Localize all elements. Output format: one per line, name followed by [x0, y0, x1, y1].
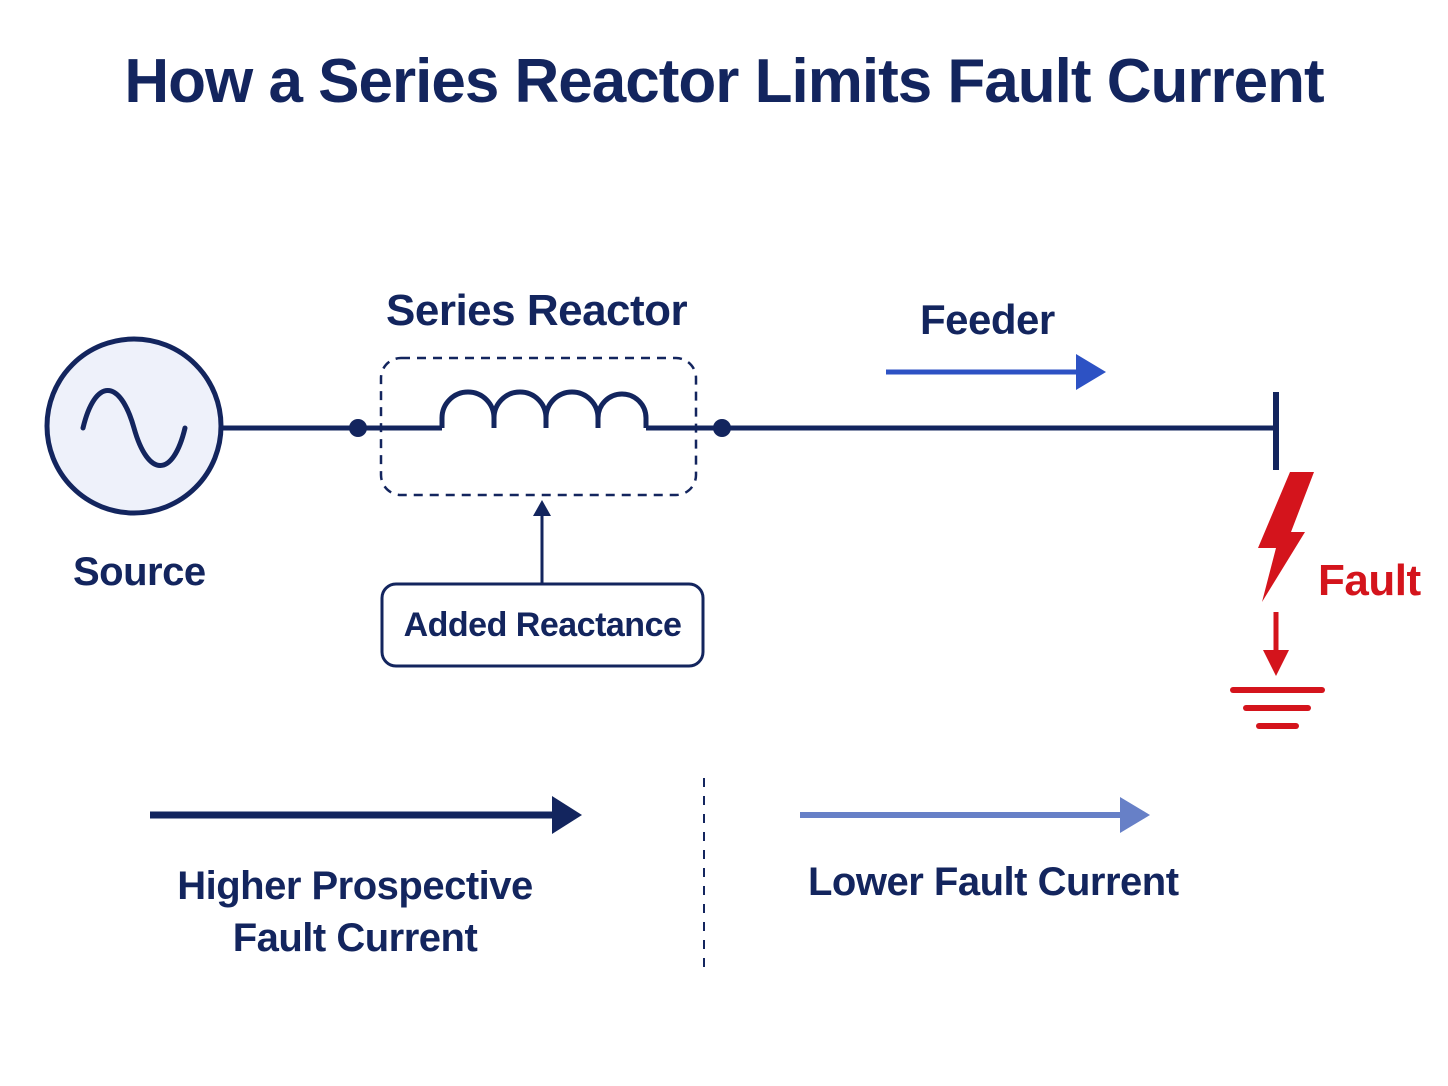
higher-current-label: Higher Prospective Fault Current	[150, 860, 560, 964]
ground-icon	[1230, 687, 1325, 729]
feeder-label: Feeder	[920, 296, 1055, 343]
added-reactance-label: Added Reactance	[403, 606, 682, 644]
node-dot-right	[713, 419, 731, 437]
inductor-coil-icon	[439, 389, 649, 428]
fault-label: Fault	[1318, 556, 1421, 605]
fault-down-arrow	[1263, 612, 1289, 676]
node-dot-left	[349, 419, 367, 437]
feeder-direction-arrow	[886, 354, 1106, 390]
added-reactance-box	[380, 582, 705, 668]
reactance-pointer-arrow	[533, 500, 551, 584]
higher-current-label-line1: Higher Prospective	[177, 864, 533, 908]
higher-current-label-line2: Fault Current	[232, 916, 478, 960]
higher-current-arrow	[150, 796, 582, 834]
lightning-bolt-icon	[1258, 472, 1314, 602]
page-title: How a Series Reactor Limits Fault Curren…	[124, 47, 1324, 116]
lower-current-label: Lower Fault Current	[808, 860, 1179, 904]
lower-current-arrow	[800, 797, 1150, 833]
ac-source-icon	[44, 336, 224, 516]
series-reactor-label: Series Reactor	[386, 286, 688, 335]
source-label: Source	[73, 550, 206, 594]
